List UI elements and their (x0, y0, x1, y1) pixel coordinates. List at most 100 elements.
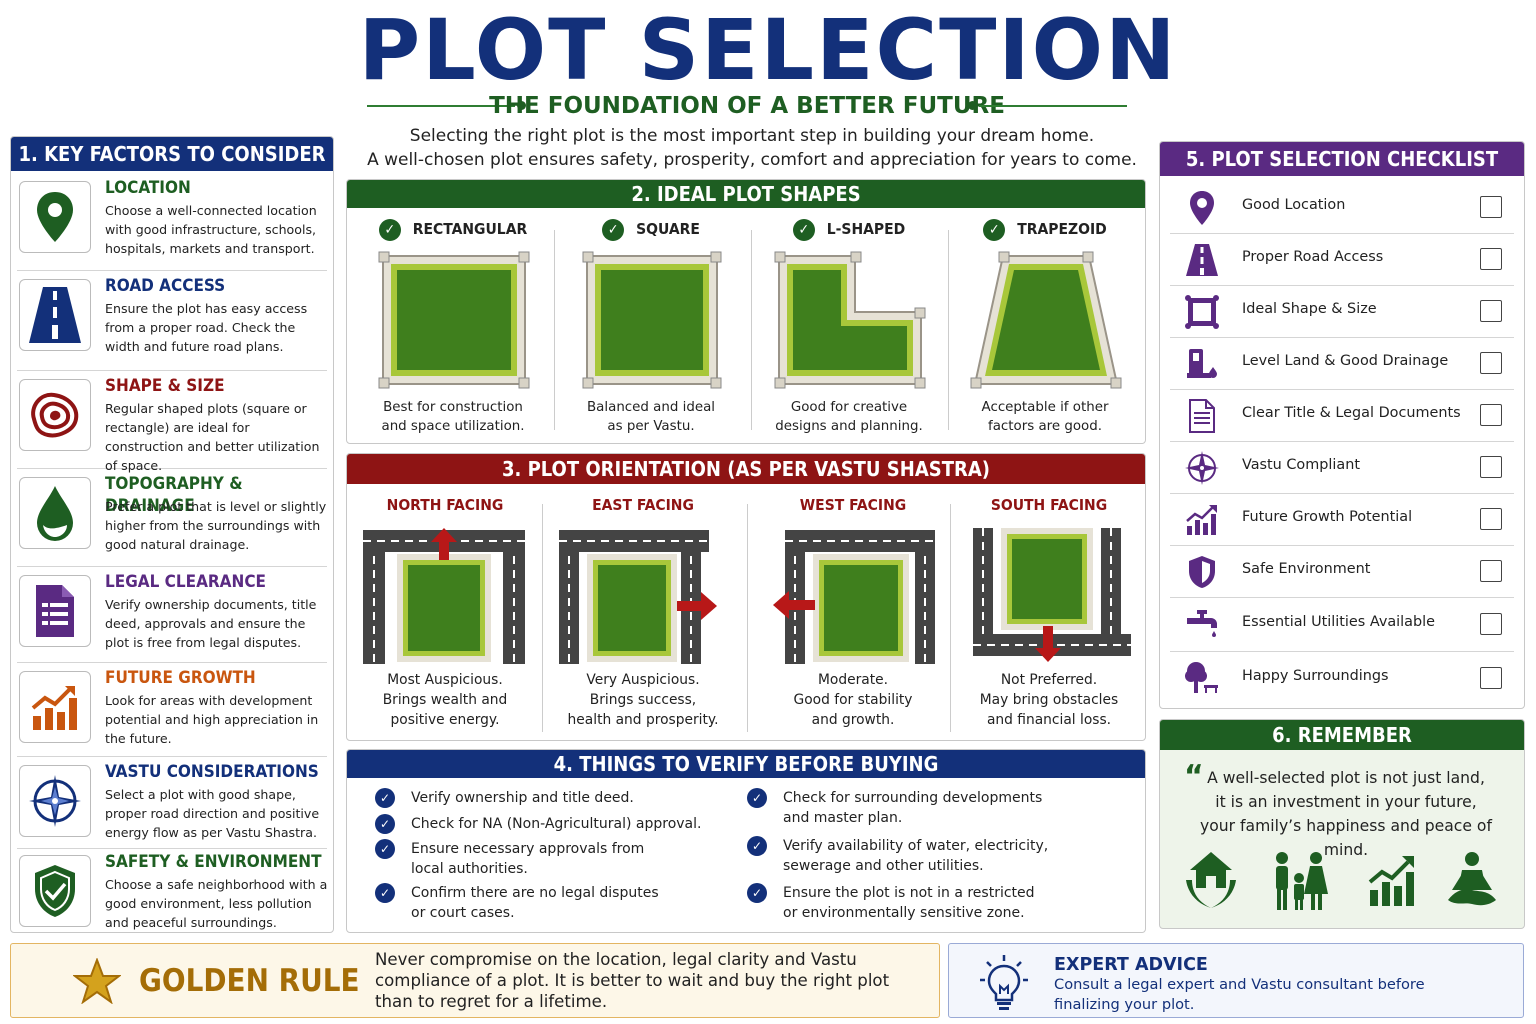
factor-desc: Choose a safe neighborhood with a good e… (105, 877, 328, 930)
square-plot-icon (582, 251, 722, 389)
subtitle-rule-right (979, 105, 1127, 107)
intro-line-1: Selecting the right plot is the most imp… (409, 126, 1095, 146)
shape-caption-line-2: designs and planning. (775, 419, 923, 434)
orientation-south: SOUTH FACING Not Preferred.May bring obs… (951, 492, 1147, 732)
document-icon (19, 575, 91, 647)
subtitle-dot-right (968, 101, 977, 110)
subtitle: THE FOUNDATION OF A BETTER FUTURE (489, 93, 1005, 119)
plot-orientation-panel: 3. PLOT ORIENTATION (AS PER VASTU SHASTR… (346, 453, 1146, 741)
contour-icon (19, 379, 91, 451)
plot-shapes-heading: 2. IDEAL PLOT SHAPES (347, 180, 1145, 208)
checklist-item: Good Location (1170, 182, 1514, 234)
checklist-label: Safe Environment (1242, 561, 1371, 577)
factor-legal-clearance: LEGAL CLEARANCE Verify ownership documen… (17, 569, 327, 663)
factor-title: LEGAL CLEARANCE (105, 572, 266, 592)
road-icon (1184, 242, 1220, 278)
orientation-caption-line-2: Brings success, (589, 692, 697, 708)
orientation-caption-line-2: Good for stability (793, 692, 913, 708)
factor-title: SAFETY & ENVIRONMENT (105, 852, 322, 872)
meditation-icon (1448, 852, 1496, 906)
checklist-item: Future Growth Potential (1170, 494, 1514, 546)
checklist-checkbox[interactable] (1480, 300, 1502, 322)
checklist-checkbox[interactable] (1480, 456, 1502, 478)
shield-icon (1184, 554, 1220, 590)
checklist-label: Level Land & Good Drainage (1242, 353, 1449, 369)
checklist-label: Ideal Shape & Size (1242, 301, 1377, 317)
divider (554, 230, 555, 430)
expert-advice-banner: EXPERT ADVICE Consult a legal expert and… (948, 943, 1524, 1018)
checklist-checkbox[interactable] (1480, 248, 1502, 270)
verify-item-line-1: Ensure necessary approvals from (411, 841, 645, 857)
south-facing-diagram (973, 528, 1131, 662)
checklist-checkbox[interactable] (1480, 404, 1502, 426)
quote-line-1: A well-selected plot is not just land, (1207, 769, 1485, 787)
factor-title: VASTU CONSIDERATIONS (105, 762, 319, 782)
location-pin-icon (19, 181, 91, 253)
orientation-caption-line-3: and growth. (811, 712, 895, 728)
road-icon (19, 279, 91, 351)
orientation-caption-line-1: Most Auspicious. (387, 672, 503, 688)
tree-bench-icon (1184, 660, 1220, 696)
verify-item-line-1: Check for NA (Non-Agricultural) approval… (411, 816, 702, 832)
trapezoid-plot-icon (970, 251, 1122, 389)
shape-caption-line-2: and space utilization. (381, 419, 525, 434)
orientation-caption-line-1: Not Preferred. (1000, 672, 1098, 688)
orientation-label: WEST FACING (799, 496, 907, 514)
checklist-checkbox[interactable] (1480, 667, 1502, 689)
family-icon (1276, 852, 1328, 910)
quote-mark-icon: “ (1184, 759, 1204, 794)
check-circle-icon: ✓ (375, 883, 395, 903)
checklist-label: Essential Utilities Available (1242, 614, 1435, 630)
checklist-item: Safe Environment (1170, 546, 1514, 598)
checklist-label: Vastu Compliant (1242, 457, 1360, 473)
verify-item-line-1: Confirm there are no legal disputes (411, 885, 659, 901)
verify-item: ✓ Confirm there are no legal disputes or c… (375, 883, 659, 923)
verify-item-line-2: local authorities. (411, 861, 528, 877)
divider (751, 230, 752, 430)
verify-item-line-2: or environmentally sensitive zone. (783, 905, 1025, 921)
orientation-caption-line-3: and financial loss. (986, 712, 1112, 728)
shape-caption-line-1: Acceptable if other (981, 400, 1109, 415)
shape-caption-line-2: factors are good. (987, 419, 1103, 434)
shape-label: SQUARE (636, 220, 700, 238)
verify-item: ✓Verify availability of water, electrici… (747, 836, 1049, 876)
verify-item-line-2: or court cases. (411, 905, 515, 921)
quote-line-2: it is an investment in your future, (1215, 793, 1477, 811)
verify-item-line-2: and master plan. (783, 810, 903, 826)
factor-desc: Prefer a plot that is level or slightly … (105, 499, 327, 552)
plot-shapes-panel: 2. IDEAL PLOT SHAPES ✓RECTANGULAR Best f… (346, 179, 1146, 444)
verify-item-line-1: Verify availability of water, electricit… (783, 838, 1049, 854)
check-circle-icon: ✓ (375, 788, 395, 808)
verify-item: ✓Verify ownership and title deed. (375, 788, 634, 808)
checklist-checkbox[interactable] (1480, 560, 1502, 582)
checklist-checkbox[interactable] (1480, 352, 1502, 374)
checklist-item: Vastu Compliant (1170, 442, 1514, 494)
checklist-label: Happy Surroundings (1242, 668, 1389, 684)
orientation-caption-line-3: health and prosperity. (567, 712, 719, 728)
golden-rule-banner: GOLDEN RULE Never compromise on the loca… (10, 943, 940, 1018)
factor-desc: Look for areas with development potentia… (105, 693, 319, 746)
factor-topography: TOPOGRAPHY & DRAINAGE Prefer a plot that… (17, 471, 327, 567)
checklist-checkbox[interactable] (1480, 196, 1502, 218)
factor-desc: Ensure the plot has easy access from a p… (105, 301, 308, 354)
checklist-item: Level Land & Good Drainage (1170, 338, 1514, 390)
checklist-panel: 5. PLOT SELECTION CHECKLIST Good Locatio… (1159, 141, 1525, 709)
factor-safety: SAFETY & ENVIRONMENT Choose a safe neigh… (17, 849, 327, 933)
plot-orientation-heading: 3. PLOT ORIENTATION (AS PER VASTU SHASTR… (347, 454, 1145, 484)
checklist-item: Happy Surroundings (1170, 652, 1514, 706)
checklist-label: Good Location (1242, 197, 1346, 213)
checklist-checkbox[interactable] (1480, 508, 1502, 530)
verify-item: ✓Check for NA (Non-Agricultural) approva… (375, 814, 702, 834)
factor-title: TOPOGRAPHY & DRAINAGE (105, 474, 243, 516)
divider (542, 504, 543, 732)
factor-location: LOCATION Choose a well-connected locatio… (17, 175, 327, 271)
growth-chart-icon (1184, 502, 1220, 538)
intro-text: Selecting the right plot is the most imp… (346, 124, 1158, 172)
checklist-checkbox[interactable] (1480, 613, 1502, 635)
divider (747, 504, 748, 732)
golden-rule-text: Never compromise on the location, legal … (375, 950, 890, 1011)
